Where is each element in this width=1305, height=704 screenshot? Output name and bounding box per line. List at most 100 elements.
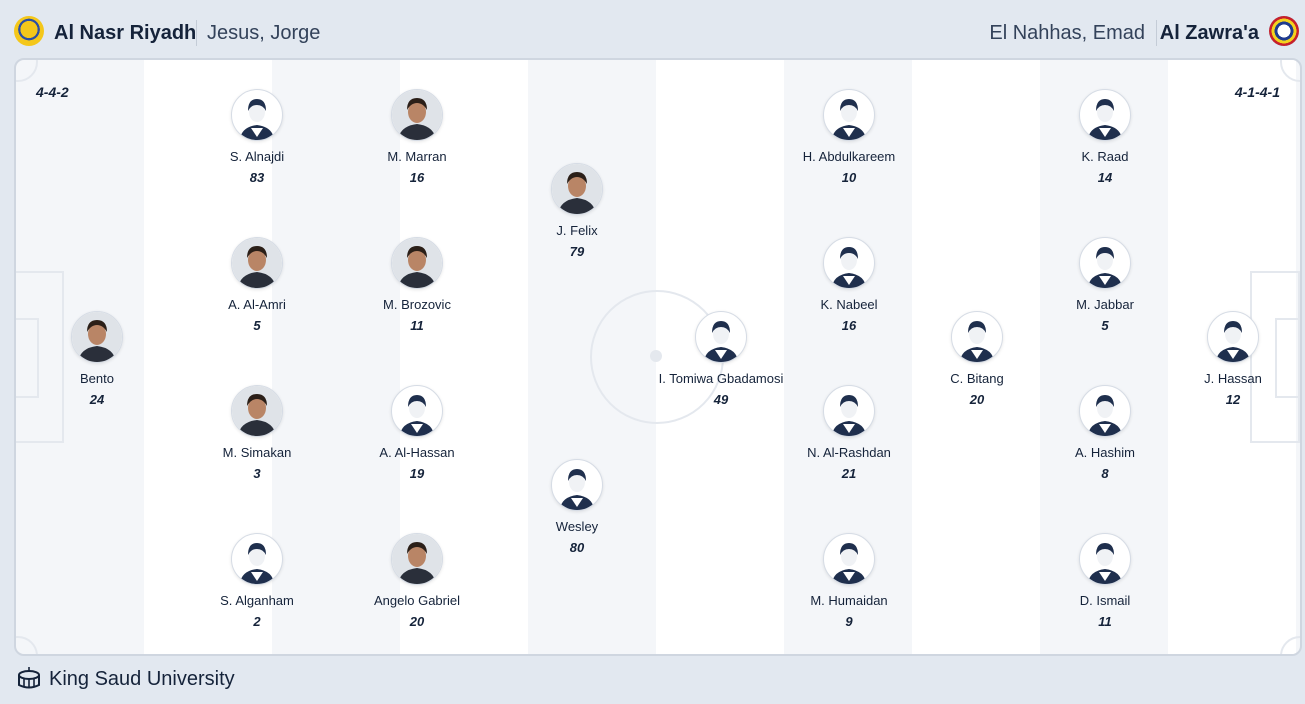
home-player-midfielder[interactable]: M. Brozovic 11 xyxy=(342,237,492,333)
home-goal-area xyxy=(16,318,39,398)
player-rating: 20 xyxy=(969,392,985,407)
away-player-defender[interactable]: D. Ismail 11 xyxy=(1030,533,1180,629)
away-player-goalkeeper[interactable]: J. Hassan 12 xyxy=(1158,311,1300,407)
home-penalty-area xyxy=(16,271,64,443)
corner-arc xyxy=(16,60,38,82)
player-photo xyxy=(695,311,747,363)
player-photo xyxy=(231,89,283,141)
home-player-forward[interactable]: Wesley 80 xyxy=(502,459,652,555)
away-player-midfielder[interactable]: N. Al-Rashdan 21 xyxy=(774,385,924,481)
player-photo xyxy=(1079,237,1131,289)
home-player-defender[interactable]: S. Alnajdi 83 xyxy=(182,89,332,185)
player-rating: 16 xyxy=(409,170,425,185)
home-team-name[interactable]: Al Nasr Riyadh xyxy=(54,22,197,44)
player-name: J. Felix xyxy=(556,223,598,238)
player-photo xyxy=(391,237,443,289)
home-player-defender[interactable]: A. Al-Amri 5 xyxy=(182,237,332,333)
home-player-midfielder[interactable]: Angelo Gabriel 20 xyxy=(342,533,492,629)
player-name: M. Humaidan xyxy=(810,593,888,608)
home-player-defender[interactable]: M. Simakan 3 xyxy=(182,385,332,481)
away-player-forward[interactable]: I. Tomiwa Gbadamosi 49 xyxy=(646,311,796,407)
player-photo xyxy=(231,237,283,289)
header-divider xyxy=(196,20,197,46)
home-formation: 4-4-2 xyxy=(36,84,69,100)
player-name: M. Brozovic xyxy=(383,297,451,312)
player-name: S. Alganham xyxy=(220,593,294,608)
player-photo xyxy=(231,533,283,585)
player-photo xyxy=(823,89,875,141)
player-name: J. Hassan xyxy=(1204,371,1262,386)
player-photo xyxy=(231,385,283,437)
away-coach-name[interactable]: El Nahhas, Emad xyxy=(989,22,1145,44)
player-photo xyxy=(391,533,443,585)
player-photo xyxy=(391,385,443,437)
home-coach-name[interactable]: Jesus, Jorge xyxy=(207,22,321,44)
player-rating: 9 xyxy=(845,614,853,629)
player-name: K. Nabeel xyxy=(820,297,878,312)
player-name: A. Al-Amri xyxy=(228,297,286,312)
player-name: N. Al-Rashdan xyxy=(807,445,891,460)
away-player-defender[interactable]: A. Hashim 8 xyxy=(1030,385,1180,481)
player-photo xyxy=(1079,89,1131,141)
home-player-defender[interactable]: S. Alganham 2 xyxy=(182,533,332,629)
player-name: Bento xyxy=(80,371,114,386)
player-rating: 11 xyxy=(1098,614,1112,629)
away-team-logo[interactable] xyxy=(1269,16,1299,46)
player-rating: 49 xyxy=(713,392,729,407)
player-photo xyxy=(391,89,443,141)
away-player-midfielder[interactable]: M. Humaidan 9 xyxy=(774,533,924,629)
away-player-defensive-midfielder[interactable]: C. Bitang 20 xyxy=(902,311,1052,407)
player-name: H. Abdulkareem xyxy=(802,149,896,164)
player-photo xyxy=(71,311,123,363)
player-photo xyxy=(1207,311,1259,363)
player-rating: 19 xyxy=(409,466,425,481)
center-spot xyxy=(650,350,662,362)
player-rating: 3 xyxy=(253,466,261,481)
away-player-midfielder[interactable]: K. Nabeel 16 xyxy=(774,237,924,333)
player-photo xyxy=(823,533,875,585)
player-rating: 83 xyxy=(249,170,265,185)
away-goal-area xyxy=(1275,318,1300,398)
player-name: D. Ismail xyxy=(1079,593,1131,608)
player-photo xyxy=(1079,385,1131,437)
home-player-midfielder[interactable]: M. Marran 16 xyxy=(342,89,492,185)
away-player-defender[interactable]: M. Jabbar 5 xyxy=(1030,237,1180,333)
away-team-name[interactable]: Al Zawra'a xyxy=(1159,22,1259,44)
player-rating: 21 xyxy=(841,466,857,481)
player-rating: 16 xyxy=(841,318,857,333)
player-photo xyxy=(1079,533,1131,585)
player-name: M. Simakan xyxy=(222,445,292,460)
home-player-midfielder[interactable]: A. Al-Hassan 19 xyxy=(342,385,492,481)
header-divider xyxy=(1156,20,1157,46)
home-player-forward[interactable]: J. Felix 79 xyxy=(502,163,652,259)
player-rating: 5 xyxy=(253,318,261,333)
home-team-logo[interactable] xyxy=(14,16,44,46)
home-player-goalkeeper[interactable]: Bento 24 xyxy=(22,311,172,407)
player-name: S. Alnajdi xyxy=(229,149,285,164)
away-player-midfielder[interactable]: H. Abdulkareem 10 xyxy=(774,89,924,185)
away-player-defender[interactable]: K. Raad 14 xyxy=(1030,89,1180,185)
player-rating: 10 xyxy=(841,170,857,185)
corner-arc xyxy=(16,636,38,654)
player-rating: 14 xyxy=(1097,170,1113,185)
player-photo xyxy=(551,163,603,215)
lineup-pitch: 4-4-2 4-1-4-1 Bento 24 S. Alnajdi 83 A. … xyxy=(14,58,1302,656)
match-header: Al Nasr Riyadh Jesus, Jorge El Nahhas, E… xyxy=(0,0,1305,58)
player-photo xyxy=(551,459,603,511)
player-rating: 2 xyxy=(253,614,261,629)
player-rating: 5 xyxy=(1101,318,1109,333)
player-rating: 8 xyxy=(1101,466,1109,481)
player-rating: 12 xyxy=(1225,392,1241,407)
player-rating: 11 xyxy=(410,318,424,333)
player-name: M. Jabbar xyxy=(1076,297,1134,312)
player-rating: 20 xyxy=(409,614,425,629)
player-name: Angelo Gabriel xyxy=(374,593,460,608)
player-name: A. Al-Hassan xyxy=(379,445,455,460)
player-name: Wesley xyxy=(555,519,599,534)
venue-name[interactable]: King Saud University xyxy=(49,668,235,690)
player-name: M. Marran xyxy=(387,149,447,164)
player-name: K. Raad xyxy=(1081,149,1129,164)
stadium-icon xyxy=(16,666,42,692)
player-photo xyxy=(823,385,875,437)
player-name: A. Hashim xyxy=(1075,445,1135,460)
